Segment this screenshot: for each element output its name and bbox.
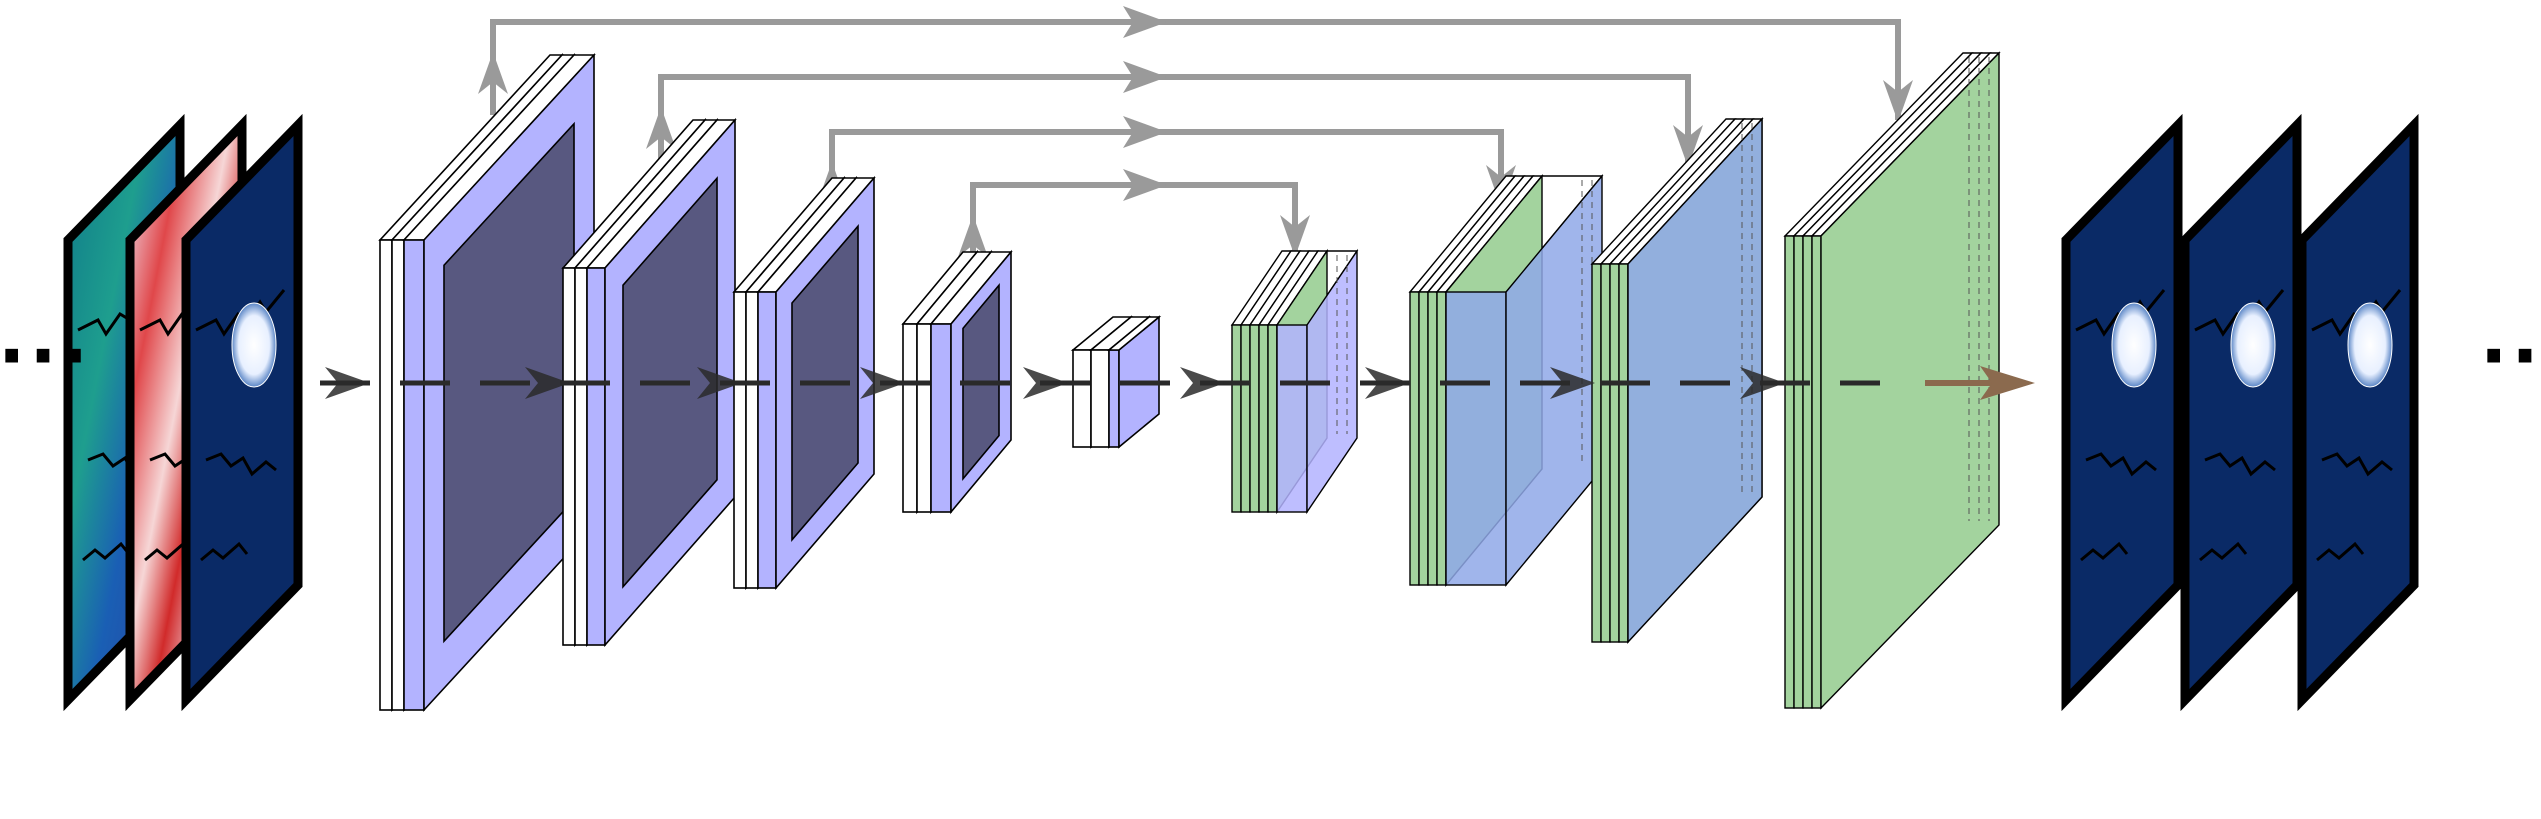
conv-slab-2-0-front bbox=[562, 267, 576, 646]
flow-arrows bbox=[320, 366, 2035, 400]
skip-up-head-4 bbox=[958, 215, 988, 257]
flow-arrowhead-1 bbox=[325, 367, 370, 399]
pool-slab-3 bbox=[756, 175, 876, 591]
upconv-front-1-3 bbox=[1258, 324, 1269, 513]
conv-slab-1-1-front bbox=[391, 239, 405, 711]
flow-arrowhead-3 bbox=[697, 367, 742, 399]
skip-up-head-2 bbox=[646, 107, 676, 149]
output-map-1 bbox=[2061, 113, 2183, 712]
upconv-front-3-3 bbox=[1618, 263, 1629, 643]
input-map-3 bbox=[181, 113, 303, 712]
concat-side-1 bbox=[1306, 248, 1358, 515]
skip-mid-head-4 bbox=[1123, 169, 1167, 201]
input-maps bbox=[63, 113, 303, 712]
output-map-2 bbox=[2180, 113, 2302, 712]
bottleneck-top bbox=[1106, 316, 1162, 351]
leading-ellipsis: ··· bbox=[0, 314, 93, 398]
bottleneck-slab-1-front bbox=[1072, 349, 1092, 448]
concat-front-2 bbox=[1445, 291, 1507, 586]
flow-arrowhead-7 bbox=[1365, 367, 1410, 399]
skip-down-head-1 bbox=[1883, 80, 1913, 122]
trailing-ellipsis: ··· bbox=[2480, 314, 2541, 398]
skip-line-3 bbox=[829, 129, 1504, 205]
skip-mid-head-3 bbox=[1123, 116, 1167, 148]
bottleneck-slab-2-front bbox=[1090, 349, 1110, 448]
output-map-3-frame bbox=[2297, 113, 2419, 712]
upconv-front-2-2 bbox=[1427, 291, 1438, 586]
conv-slab-4-1-front bbox=[916, 323, 932, 513]
decoder-block-1 bbox=[1230, 248, 1359, 515]
upconv-front-4-1 bbox=[1793, 235, 1804, 709]
upconv-front-1-4 bbox=[1267, 324, 1278, 513]
skip-line-2 bbox=[658, 74, 1691, 165]
upconv-side-4 bbox=[1820, 51, 2000, 710]
flow-arrowhead-4 bbox=[860, 367, 905, 399]
conv-slab-4-0-front bbox=[902, 323, 918, 513]
upconv-front-1-0 bbox=[1231, 324, 1242, 513]
skip-up-head-1 bbox=[478, 52, 508, 94]
flow-arrowhead-9 bbox=[1740, 367, 1785, 399]
upconv-front-2-3 bbox=[1436, 291, 1447, 586]
conv-slab-3-0-front bbox=[733, 291, 747, 589]
upconv-front-1-1 bbox=[1240, 324, 1251, 513]
upconv-front-2-1 bbox=[1418, 291, 1429, 586]
output-map-2-sea-ice bbox=[2230, 302, 2276, 388]
conv-slab-3-1-front bbox=[745, 291, 759, 589]
skip-connection-2 bbox=[646, 61, 1703, 167]
encoder-block-4 bbox=[901, 249, 1013, 515]
upconv-front-4-3 bbox=[1811, 235, 1822, 709]
pool-front-1 bbox=[403, 239, 425, 711]
upconv-front-4-2 bbox=[1802, 235, 1813, 709]
bottleneck-block bbox=[1070, 315, 1162, 449]
pool-slab-4 bbox=[929, 249, 1013, 515]
pool-front-4 bbox=[930, 323, 952, 513]
conv-slab-2-1-front bbox=[574, 267, 588, 646]
output-map-3-sea-ice bbox=[2347, 302, 2393, 388]
upconv-side-1 bbox=[1275, 248, 1359, 515]
encoder-block-3 bbox=[732, 175, 876, 591]
conv-slab-1-0-front bbox=[379, 239, 393, 711]
encoder-block-1 bbox=[378, 52, 596, 713]
pool-front-3 bbox=[757, 291, 777, 589]
upconv-front-3-0 bbox=[1591, 263, 1602, 643]
skip-mid-head-2 bbox=[1123, 61, 1167, 93]
skip-down-head-4 bbox=[1280, 215, 1310, 257]
skip-connection-4 bbox=[958, 169, 1310, 257]
output-arrowhead bbox=[1980, 366, 2035, 400]
skip-connection-3 bbox=[817, 116, 1516, 207]
output-maps bbox=[2061, 113, 2419, 712]
upconv-front-3-2 bbox=[1609, 263, 1620, 643]
concat-front-1 bbox=[1276, 324, 1308, 513]
bottleneck-front bbox=[1108, 349, 1120, 448]
flow-arrowhead-8 bbox=[1550, 367, 1595, 399]
flow-arrowhead-5 bbox=[1023, 367, 1068, 399]
skip-connection-1 bbox=[478, 6, 1913, 122]
output-map-1-sea-ice bbox=[2111, 302, 2157, 388]
output-map-3 bbox=[2297, 113, 2419, 712]
skip-down-head-2 bbox=[1673, 125, 1703, 167]
input-map-3-frame bbox=[181, 113, 303, 712]
output-map-2-frame bbox=[2180, 113, 2302, 712]
output-map-1-frame bbox=[2061, 113, 2183, 712]
upconv-front-2-0 bbox=[1409, 291, 1420, 586]
upconv-slab-4-0 bbox=[1783, 52, 1974, 709]
decoder-block-4 bbox=[1783, 51, 2001, 710]
input-map-3-sea-ice bbox=[231, 302, 277, 388]
upconv-front-3-1 bbox=[1600, 263, 1611, 643]
pool-front-2 bbox=[586, 267, 606, 646]
skip-mid-head-1 bbox=[1123, 6, 1167, 38]
upconv-front-4-0 bbox=[1784, 235, 1795, 709]
flow-arrowhead-2 bbox=[525, 367, 570, 399]
upconv-sideface-4 bbox=[1820, 51, 2000, 710]
upconv-front-1-2 bbox=[1249, 324, 1260, 513]
flow-arrowhead-6 bbox=[1180, 367, 1225, 399]
